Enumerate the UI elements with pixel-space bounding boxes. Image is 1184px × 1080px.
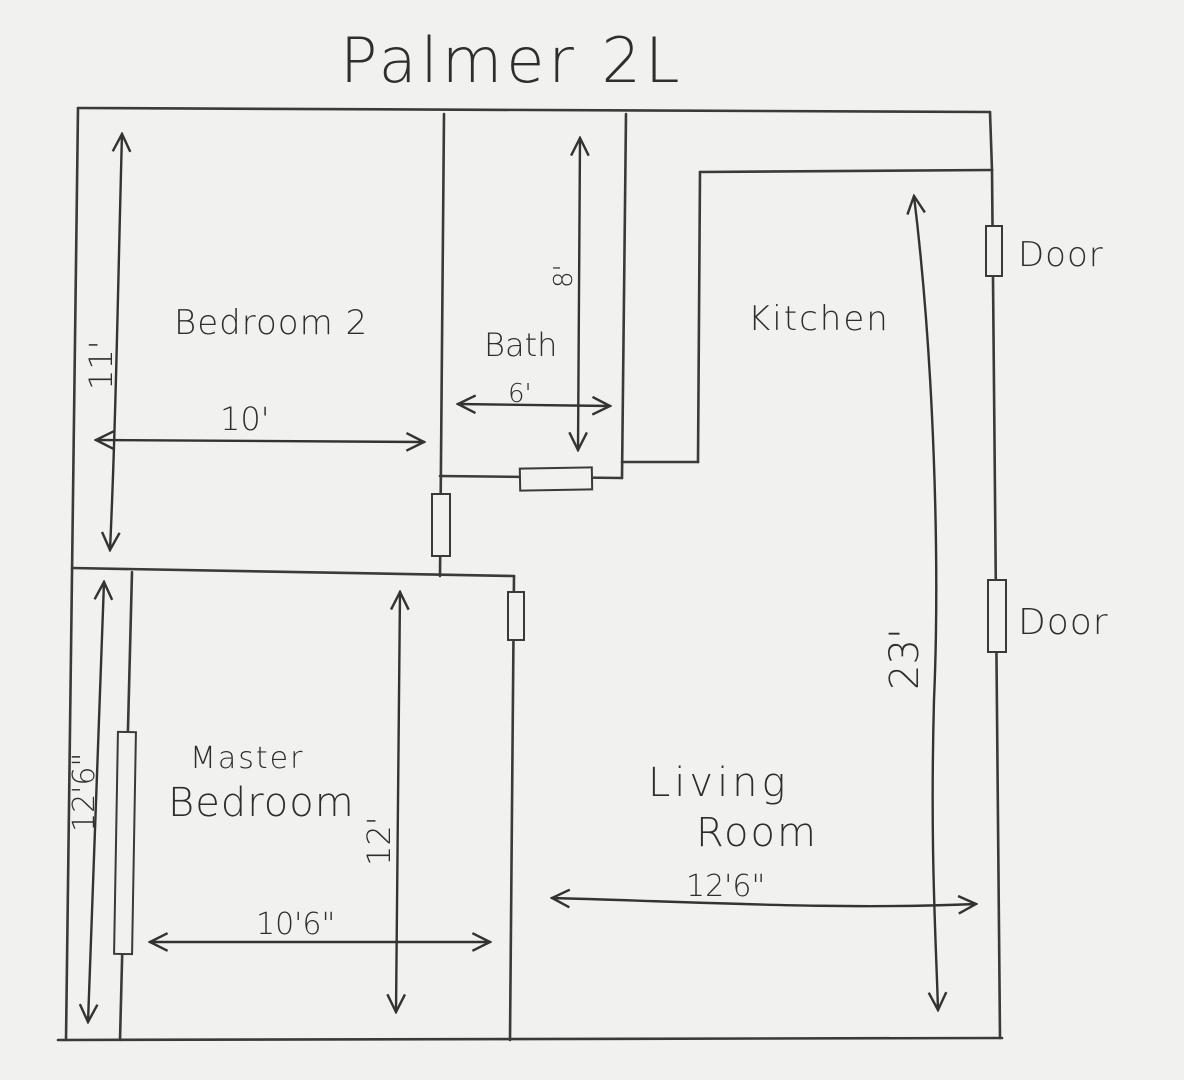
dim-master-height-inner (396, 592, 400, 1012)
wall-bottom (56, 1036, 1004, 1042)
wall-kitchen-top (698, 168, 994, 174)
label-living-line2: Room (696, 810, 818, 856)
wall-bath-right (620, 112, 628, 480)
label-master-line2: Bedroom (168, 780, 355, 826)
label-kitchen: Kitchen (748, 299, 890, 339)
wall-left (64, 106, 80, 1042)
label-master-line1: Master (190, 741, 304, 776)
dim-bedroom2-width (96, 440, 424, 442)
dim-label-bath-width: 6' (508, 379, 532, 409)
dim-label-master-height-inner: 12' (360, 816, 398, 866)
wall-top (76, 106, 992, 114)
dim-kitchen-living-height (914, 196, 938, 1010)
dim-label-living-width: 12'6" (686, 869, 765, 904)
door-labels: Door Door (1018, 235, 1109, 643)
dim-label-bedroom2-height: 11' (82, 340, 120, 390)
room-labels: Bedroom 2 Bath Kitchen Master Bedroom Li… (168, 299, 890, 856)
label-bedroom2: Bedroom 2 (174, 303, 368, 343)
dim-label-bedroom2-width: 10' (220, 400, 270, 438)
dim-label-kitchen-living-height: 23' (882, 628, 928, 690)
label-living-line1: Living (648, 760, 790, 806)
wall-bed2-master (70, 566, 516, 578)
bath-door (518, 466, 594, 492)
label-door-top: Door (1018, 235, 1104, 275)
label-bath: Bath (484, 326, 557, 364)
plan-title: Palmer 2L (340, 24, 684, 97)
dim-bedroom2-height (110, 134, 122, 550)
entry-door-bottom (987, 579, 1007, 653)
dimension-arrows (88, 134, 976, 1022)
label-door-bottom: Door (1018, 602, 1109, 643)
wall-master-living (508, 574, 516, 1042)
dim-label-master-width: 10'6" (256, 907, 335, 942)
entry-door-top (985, 225, 1003, 277)
door-marks (113, 225, 1007, 956)
walls (56, 106, 1004, 1042)
dim-bath-width (458, 404, 610, 406)
dimension-labels: 11' 10' 8' 6' 23' 12'6" 12' 10'6" 12'6" (67, 264, 928, 942)
dim-bath-height (578, 138, 580, 450)
dim-label-master-height-left: 12'6" (67, 753, 102, 832)
dim-living-width (552, 898, 976, 906)
dim-label-bath-height: 8' (549, 264, 579, 288)
wall-kitchen-left (696, 170, 702, 464)
bedroom2-door (431, 493, 451, 557)
master-door (507, 591, 525, 641)
wall-top-right-stub (988, 110, 994, 172)
dim-master-height-left (88, 582, 104, 1022)
closet-door (113, 730, 137, 956)
